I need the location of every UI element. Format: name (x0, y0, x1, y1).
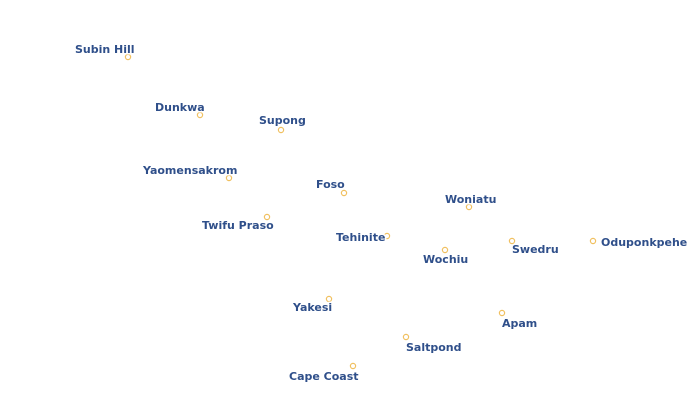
place-label: Yakesi (292, 301, 332, 314)
place-marker-icon[interactable] (383, 232, 391, 240)
place-tehinite[interactable]: Tehinite (335, 230, 391, 246)
place-marker-icon[interactable] (465, 203, 473, 211)
place-dunkwa[interactable]: Dunkwa (154, 100, 206, 119)
place-subin-hill[interactable]: Subin Hill (74, 42, 136, 61)
place-supong[interactable]: Supong (258, 113, 307, 134)
place-label: Wochiu (423, 253, 468, 266)
place-marker-icon[interactable] (441, 246, 449, 254)
place-apam[interactable]: Apam (498, 309, 539, 332)
place-marker-icon[interactable] (277, 126, 285, 134)
place-marker-icon[interactable] (508, 237, 516, 245)
place-label: Twifu Praso (202, 219, 274, 232)
place-marker-icon[interactable] (124, 53, 132, 61)
place-swedru[interactable]: Swedru (508, 237, 560, 258)
place-label: Oduponkpehe (601, 236, 687, 249)
place-woniatu[interactable]: Woniatu (444, 192, 498, 211)
place-label: Supong (259, 114, 306, 127)
place-yaomensakrom[interactable]: Yaomensakrom (141, 163, 239, 182)
place-foso[interactable]: Foso (315, 177, 348, 197)
place-label: Cape Coast (289, 370, 359, 383)
place-marker-icon[interactable] (196, 111, 204, 119)
place-label: Woniatu (445, 193, 496, 206)
place-label: Apam (502, 317, 537, 330)
place-marker-icon[interactable] (325, 295, 333, 303)
place-label: Saltpond (406, 341, 462, 354)
place-marker-icon[interactable] (589, 237, 597, 245)
place-marker-icon[interactable] (402, 333, 410, 341)
place-label: Tehinite (336, 231, 385, 244)
place-twifu-praso[interactable]: Twifu Praso (201, 213, 276, 234)
place-yakesi[interactable]: Yakesi (291, 295, 334, 316)
place-marker-icon[interactable] (340, 189, 348, 197)
place-marker-icon[interactable] (349, 362, 357, 370)
place-marker-icon[interactable] (225, 174, 233, 182)
place-wochiu[interactable]: Wochiu (422, 246, 470, 268)
place-marker-icon[interactable] (498, 309, 506, 317)
place-label: Dunkwa (155, 101, 205, 114)
place-saltpond[interactable]: Saltpond (402, 333, 463, 356)
place-label: Swedru (512, 243, 559, 256)
place-cape-coast[interactable]: Cape Coast (288, 362, 360, 385)
place-marker-icon[interactable] (263, 213, 271, 221)
place-label: Foso (316, 178, 345, 191)
place-label: Yaomensakrom (142, 164, 237, 177)
places-layer: Subin HillDunkwaSupongYaomensakromFosoWo… (74, 42, 689, 385)
place-label: Subin Hill (75, 43, 135, 56)
place-oduponkpehe[interactable]: Oduponkpehe (589, 235, 689, 251)
